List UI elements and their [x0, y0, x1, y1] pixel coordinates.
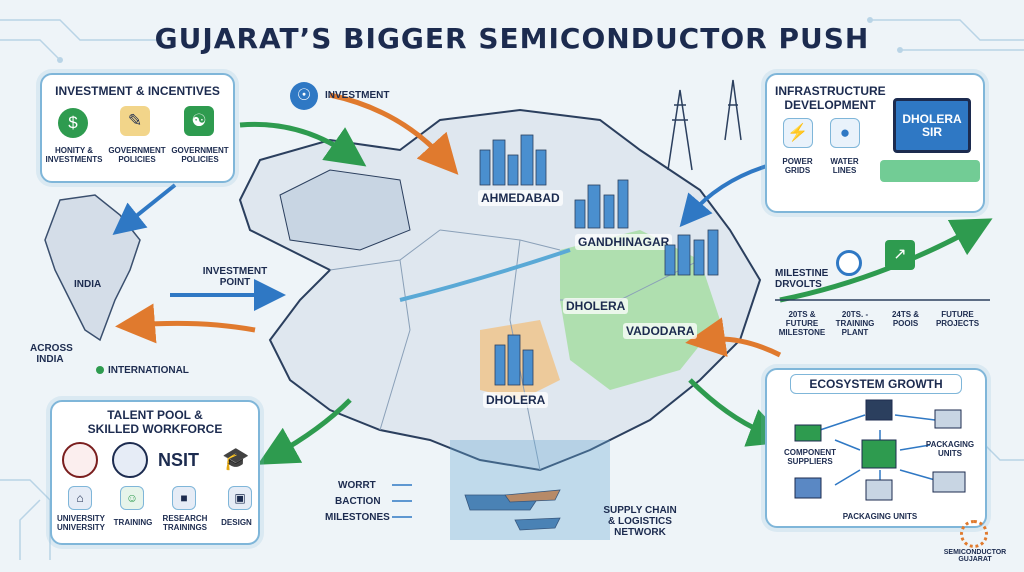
talent-item-label: UNIVERSITY UNIVERSITY	[56, 514, 105, 532]
hand-coin-icon: ☯	[184, 106, 214, 136]
ecosystem-panel-title: ECOSYSTEM GROWTH	[790, 374, 962, 394]
research-icon: ■	[172, 486, 196, 510]
page-title: GUJARAT’S BIGGER SEMICONDUCTOR PUSH	[154, 22, 870, 55]
timeline-item: 20TS & FUTURE MILESTONE	[778, 310, 826, 337]
brand-name: SEMICONDUCTOR GUJARAT	[943, 549, 1007, 563]
across-india-label: ACROSS INDIA	[30, 343, 73, 365]
timeline-item: FUTURE PROJECTS	[935, 310, 980, 328]
city-label-vadodara: VADODARA	[623, 323, 698, 339]
city-label-dholera-south: DHOLERA	[483, 392, 549, 408]
target-icon	[836, 250, 862, 276]
india-label: INDIA	[74, 279, 102, 290]
international-label: INTERNATIONAL	[108, 365, 189, 376]
city-label-ahmedabad: AHMEDABAD	[478, 190, 563, 206]
nsit-logo: NSIT	[158, 450, 200, 470]
milestone-list-item: MILESTONES	[325, 512, 390, 523]
investment-item-label: HONITY & INVESTMENTS	[45, 146, 103, 164]
talent-item-label: DESIGN	[221, 518, 252, 527]
document-icon: ✎	[120, 106, 150, 136]
globe-icon: ☉	[290, 82, 318, 110]
city-label-gandhinagar: GANDHINAGAR	[575, 234, 673, 250]
investment-label: INVESTMENT	[325, 90, 390, 101]
city-label-dholera: DHOLERA	[563, 298, 629, 314]
growth-chart-icon: ↗	[885, 240, 915, 270]
timeline-title: MILESTINE DRVOLTS	[775, 268, 829, 290]
university-icon: ⌂	[68, 486, 92, 510]
infrastructure-item-label: POWER GRIDS	[782, 157, 813, 175]
investment-panel-title: INVESTMENT & INCENTIVES	[55, 84, 220, 98]
timeline-item: 24TS & POOIS	[891, 310, 920, 328]
investment-item-label: GOVERNMENT POLICIES	[171, 146, 229, 164]
dholera-sir-sign: DHOLERA SIR	[893, 98, 971, 153]
money-icon: $	[58, 108, 88, 138]
ecosystem-item-label: PACKAGING UNITS	[925, 440, 975, 458]
sign-text: DHOLERA SIR	[902, 112, 962, 139]
investment-point-label: INVESTMENT POINT	[202, 266, 268, 288]
investment-item-label: GOVERNMENT POLICIES	[108, 146, 166, 164]
sign-platform	[880, 160, 980, 182]
lightning-icon: ⚡	[783, 118, 813, 148]
semiconductor-gujarat-logo-icon	[960, 520, 988, 548]
infrastructure-panel-title: INFRASTRUCTURE DEVELOPMENT	[775, 84, 886, 112]
university-seal-logo	[62, 442, 98, 478]
milestone-list-item: BACTION	[335, 496, 381, 507]
ecosystem-item-label: COMPONENT SUPPLIERS	[784, 448, 836, 466]
ecosystem-item-label: PACKAGING UNITS	[842, 512, 918, 521]
training-icon: ☺	[120, 486, 144, 510]
chip-design-icon: ▣	[228, 486, 252, 510]
institute-seal-logo	[112, 442, 148, 478]
talent-panel-title: TALENT POOL & SKILLED WORKFORCE	[87, 408, 223, 436]
talent-item-label: RESEARCH TRAININGS	[162, 514, 208, 532]
milestone-list-item: WORRT	[338, 480, 376, 491]
location-pin-icon	[96, 366, 104, 374]
water-drop-icon: ●	[830, 118, 860, 148]
timeline-item: 20TS. - TRAINING PLANT	[835, 310, 875, 337]
graduation-cap-icon: 🎓	[222, 446, 250, 471]
infrastructure-item-label: WATER LINES	[830, 157, 859, 175]
talent-item-label: TRAINING	[113, 518, 153, 527]
supply-chain-label: SUPPLY CHAIN & LOGISTICS NETWORK	[603, 505, 677, 538]
